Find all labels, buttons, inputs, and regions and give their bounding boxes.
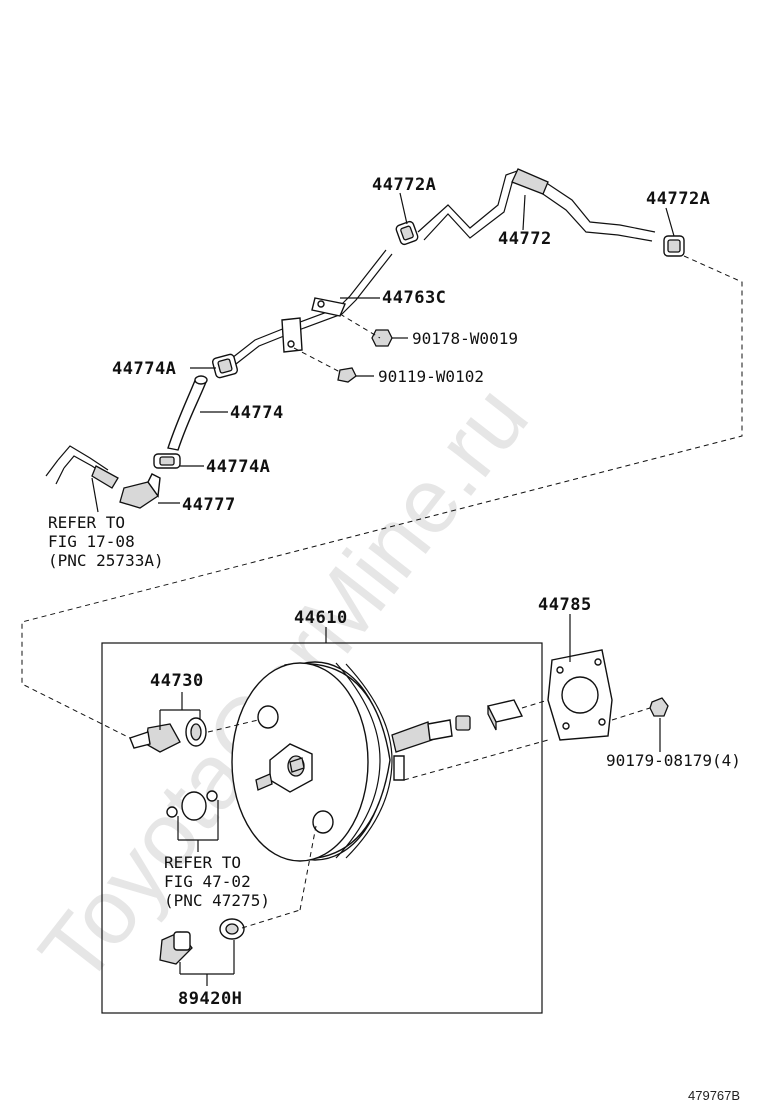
refer-top-line-2: FIG 17-08 bbox=[48, 532, 135, 551]
refer-mid-line-2: FIG 47-02 bbox=[164, 872, 251, 891]
nut-90179 bbox=[649, 697, 669, 717]
label-44774a-top: 44774A bbox=[112, 359, 176, 379]
bolt-90119 bbox=[337, 367, 357, 383]
vacuum-pipe-44763c bbox=[231, 249, 393, 365]
hose-clamp-44772a-right bbox=[663, 235, 685, 257]
label-44774: 44774 bbox=[230, 403, 284, 423]
label-44610: 44610 bbox=[294, 608, 348, 628]
label-44772a-left: 44772A bbox=[372, 175, 436, 195]
label-44774a-bottom: 44774A bbox=[206, 457, 270, 477]
refer-top-line-1: REFER TO bbox=[48, 513, 125, 532]
vacuum-hose-44772 bbox=[417, 168, 656, 242]
o-ring-set-47-02 bbox=[166, 790, 218, 821]
hose-clamp-44774a-bottom bbox=[153, 453, 181, 469]
reference-fitting-17-08 bbox=[45, 445, 119, 489]
refer-top-line-3: (PNC 25733A) bbox=[48, 551, 164, 570]
label-44772a-right: 44772A bbox=[646, 189, 710, 209]
vacuum-hose-44774 bbox=[167, 375, 208, 451]
label-44777: 44777 bbox=[182, 495, 236, 515]
refer-mid-line-3: (PNC 47275) bbox=[164, 891, 270, 910]
label-44772: 44772 bbox=[498, 229, 552, 249]
label-90119-w0102: 90119-W0102 bbox=[378, 367, 484, 386]
refer-mid-line-1: REFER TO bbox=[164, 853, 241, 872]
check-valve-44777 bbox=[119, 473, 161, 509]
vacuum-sensor-89420h bbox=[159, 918, 245, 965]
label-44785: 44785 bbox=[538, 595, 592, 615]
figure-id: 479767B bbox=[688, 1088, 740, 1103]
label-90178-w0019: 90178-W0019 bbox=[412, 329, 518, 348]
hose-clamp-44772a-left bbox=[395, 220, 419, 246]
vacuum-connector-44730 bbox=[129, 717, 207, 753]
label-44730: 44730 bbox=[150, 671, 204, 691]
brake-booster-44610 bbox=[231, 661, 453, 862]
hose-clamp-44774a-top bbox=[211, 353, 239, 379]
clevis-bushing bbox=[455, 715, 471, 731]
clevis-bracket bbox=[486, 699, 524, 731]
bolt-90178 bbox=[371, 329, 393, 347]
label-89420h: 89420H bbox=[178, 989, 242, 1009]
label-44763c: 44763C bbox=[382, 288, 446, 308]
assembly-frame-44610 bbox=[101, 642, 543, 1014]
label-90179-08179: 90179-08179(4) bbox=[606, 751, 741, 770]
lower-leader-lines bbox=[159, 614, 661, 986]
upper-leader-lines bbox=[91, 192, 675, 513]
dashed-routing-line bbox=[21, 255, 743, 739]
gasket-44785 bbox=[547, 649, 613, 741]
